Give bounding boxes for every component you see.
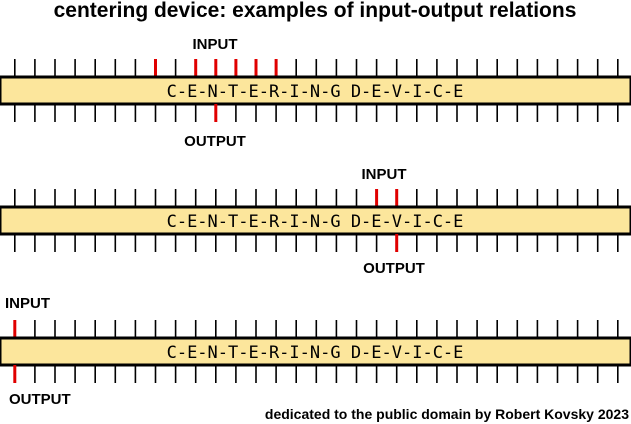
- output-label: OUTPUT: [363, 260, 425, 277]
- output-ticks: [13, 365, 619, 383]
- output-ticks: [14, 104, 619, 122]
- example-1: C-E-N-T-E-R-I-N-G D-E-V-I-C-E INPUT OUTP…: [0, 36, 631, 150]
- output-label: OUTPUT: [184, 133, 246, 150]
- input-label: INPUT: [5, 295, 50, 312]
- device-label: C-E-N-T-E-R-I-N-G D-E-V-I-C-E: [167, 82, 464, 102]
- example-2: C-E-N-T-E-R-I-N-G D-E-V-I-C-E INPUT OUTP…: [0, 166, 631, 277]
- input-ticks: [14, 189, 619, 207]
- input-ticks: [13, 320, 619, 338]
- device-label: C-E-N-T-E-R-I-N-G D-E-V-I-C-E: [167, 212, 464, 232]
- device-label: C-E-N-T-E-R-I-N-G D-E-V-I-C-E: [167, 343, 464, 363]
- credit-line: dedicated to the public domain by Robert…: [265, 406, 629, 422]
- input-ticks: [14, 59, 619, 77]
- diagram-title: centering device: examples of input-outp…: [54, 0, 577, 22]
- input-label: INPUT: [193, 36, 238, 53]
- output-label: OUTPUT: [9, 391, 71, 408]
- input-label: INPUT: [362, 166, 407, 183]
- example-3: C-E-N-T-E-R-I-N-G D-E-V-I-C-E INPUT OUTP…: [0, 295, 631, 408]
- output-ticks: [14, 234, 619, 252]
